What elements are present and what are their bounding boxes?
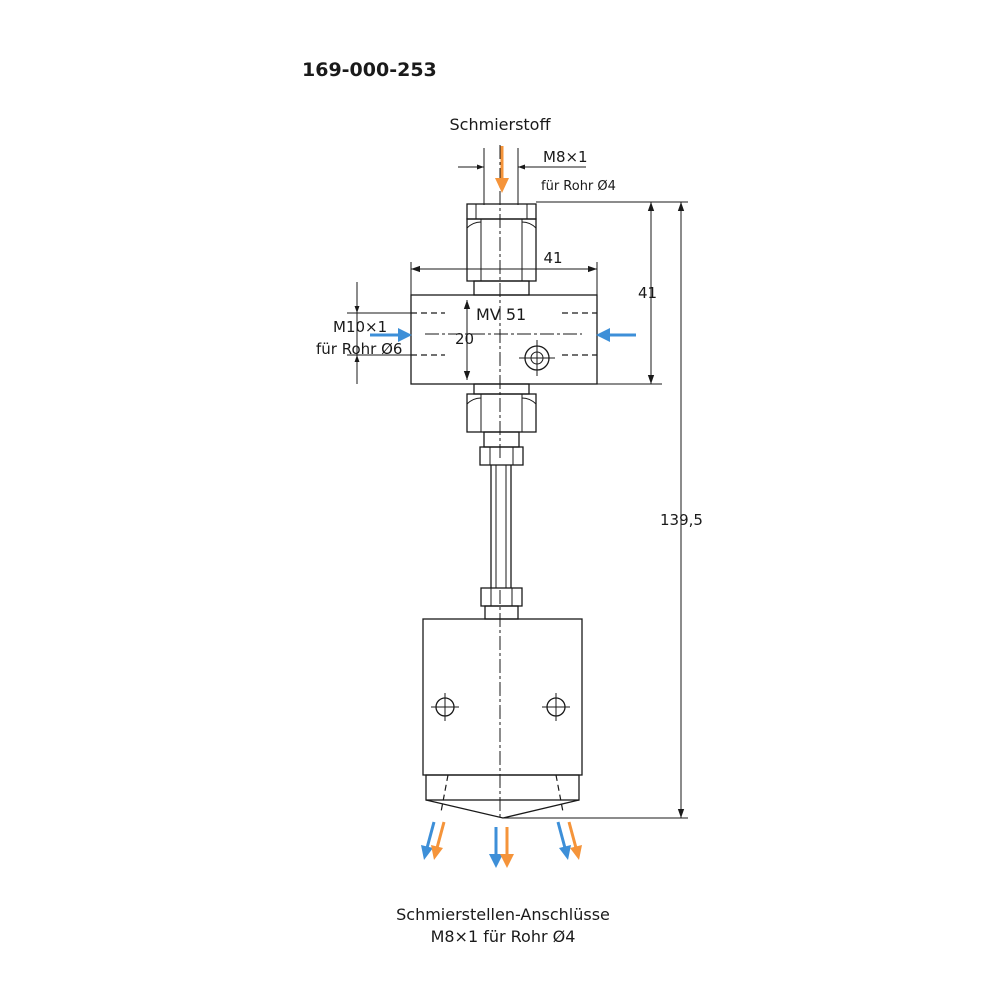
inlet-pipe-label: für Rohr Ø4 (541, 179, 616, 194)
inlet-thread-label: M8×1 (543, 148, 588, 166)
lubricant-outlet-arrowhead-left (431, 845, 443, 860)
side-thread-label: M10×1 (333, 318, 387, 336)
outlets-title: Schmierstellen-Anschlüsse (396, 905, 610, 924)
top-fitting-nut (466, 203, 537, 296)
nozzle-body (422, 618, 583, 819)
model-label: MV 51 (476, 305, 526, 324)
side-thread-dimension: M10×1 für Rohr Ø6 (316, 282, 411, 384)
height-20-dimension: 20 (455, 300, 474, 380)
outlets-spec: M8×1 für Rohr Ø4 (431, 927, 576, 946)
inlet-thread-dimension: M8×1 für Rohr Ø4 (458, 148, 616, 205)
block-height-dimension: 41 (536, 201, 662, 385)
height-20-label: 20 (455, 330, 474, 348)
lubricant-outlet-arrow-right (567, 821, 578, 849)
lubricant-outlet-arrow-left (435, 821, 446, 849)
total-height-label: 139,5 (660, 511, 703, 529)
block-height-label: 41 (638, 284, 657, 302)
distributor-block (410, 294, 598, 385)
total-height-dimension: 139,5 (503, 201, 703, 819)
width-dimension: 41 (410, 249, 598, 296)
width-dimension-label: 41 (543, 249, 562, 267)
outlet-arrows (421, 821, 582, 868)
connecting-pipe (490, 465, 512, 588)
air-outlet-arrow-right (556, 821, 567, 849)
lubricant-outlet-arrowhead-right (570, 845, 582, 860)
air-inlet-arrowhead-left (398, 328, 412, 342)
lower-fitting-nut (466, 383, 537, 466)
lubricant-outlet-arrowhead-center (500, 854, 514, 868)
lower-pipe-fitting (480, 587, 523, 620)
air-outlet-arrowhead-center (489, 854, 503, 868)
air-inlet-arrowhead-right (596, 328, 610, 342)
lubricant-inlet-arrowhead (495, 178, 509, 193)
air-outlet-arrowhead-left (421, 845, 433, 860)
inlet-label: Schmierstoff (450, 115, 552, 134)
air-outlet-arrow-left (425, 821, 436, 849)
side-pipe-label: für Rohr Ø6 (316, 340, 402, 358)
part-number: 169-000-253 (302, 59, 437, 81)
air-outlet-arrowhead-right (559, 845, 571, 860)
